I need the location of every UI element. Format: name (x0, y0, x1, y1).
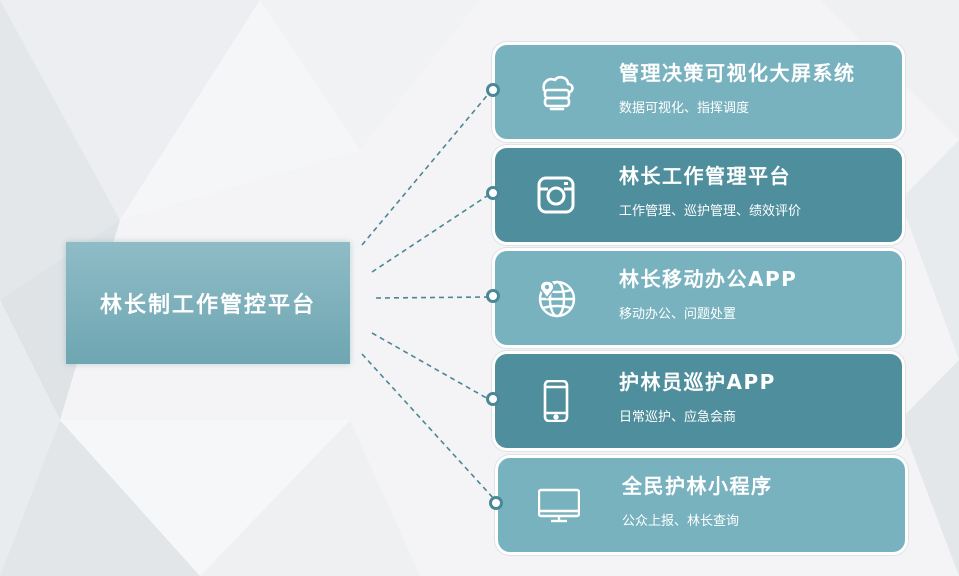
connector-dot (486, 392, 500, 406)
connector-dot (486, 289, 500, 303)
card-subtitle: 工作管理、巡护管理、绩效评价 (619, 204, 802, 219)
card-ranger-patrol-app[interactable]: 护林员巡护APP 日常巡护、应急会商 (486, 354, 902, 448)
connector-dot (489, 496, 503, 510)
card-chief-work-management[interactable]: 林长工作管理平台 工作管理、巡护管理、绩效评价 (486, 148, 902, 242)
card-subtitle: 日常巡护、应急会商 (619, 410, 737, 425)
monitor-icon (538, 488, 580, 523)
card-subtitle: 数据可视化、指挥调度 (619, 101, 750, 116)
connector-dot (486, 83, 500, 97)
cloud-server-icon (542, 75, 574, 111)
smartphone-icon (543, 380, 569, 422)
card-decision-dashboard[interactable]: 管理决策可视化大屏系统 数据可视化、指挥调度 (486, 45, 902, 139)
card-title: 管理决策可视化大屏系统 (619, 61, 856, 85)
central-platform-box: 林长制工作管控平台 (66, 242, 350, 364)
central-platform-title: 林长制工作管控平台 (99, 293, 316, 318)
card-title: 林长工作管理平台 (619, 164, 791, 188)
card-title: 全民护林小程序 (622, 474, 773, 498)
card-title: 护林员巡护APP (619, 370, 776, 394)
card-mobile-office-app[interactable]: 林长移动办公APP 移动办公、问题处置 (486, 251, 902, 345)
card-subtitle: 公众上报、林长查询 (622, 514, 740, 529)
connector-dot (486, 186, 500, 200)
card-title: 林长移动办公APP (619, 267, 798, 291)
card-subtitle: 移动办公、问题处置 (619, 307, 737, 322)
card-public-forest-miniprogram[interactable]: 全民护林小程序 公众上报、林长查询 (489, 458, 905, 552)
globe-pin-icon (538, 280, 576, 318)
camera-icon (537, 176, 575, 214)
